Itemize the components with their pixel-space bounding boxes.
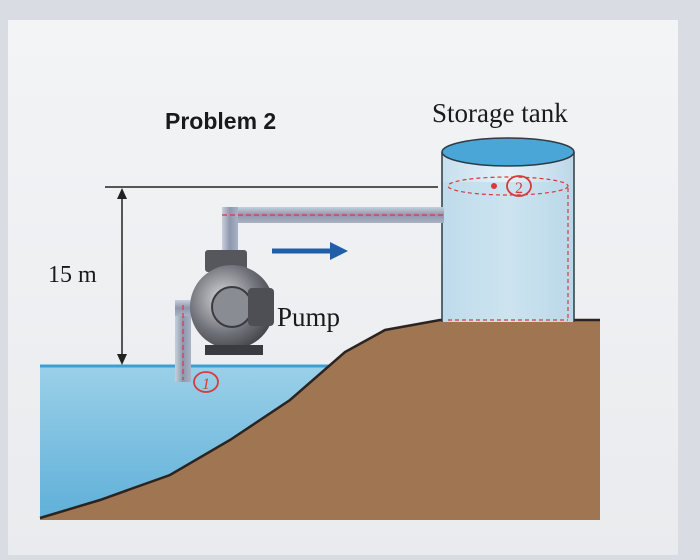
problem-title: Problem 2 xyxy=(165,108,277,134)
discharge-pipe-vertical xyxy=(222,207,238,257)
height-dimension-arrow xyxy=(117,188,127,365)
tank-top xyxy=(441,137,575,167)
point-2-marker: 2 xyxy=(491,175,532,197)
ground-outline xyxy=(39,318,600,520)
reservoir-water xyxy=(40,366,345,518)
storage-tank xyxy=(441,137,575,322)
pipe-system xyxy=(175,207,444,382)
storage-tank-label: Storage tank xyxy=(432,98,568,128)
discharge-pipe-horizontal xyxy=(222,207,444,223)
control-volume-top xyxy=(447,176,569,196)
flow-direction-arrow xyxy=(272,242,348,260)
tank-water xyxy=(442,182,574,322)
height-label: 15 m xyxy=(48,262,97,288)
pump-motor xyxy=(248,288,274,326)
pump-base xyxy=(205,345,263,355)
point-1-label: 1 xyxy=(202,376,210,393)
point-1-marker: 1 xyxy=(193,371,219,393)
pump xyxy=(190,250,274,355)
pump-label: Pump xyxy=(277,302,341,332)
point-2-label: 2 xyxy=(515,180,523,197)
pump-impeller-cover xyxy=(211,286,253,328)
